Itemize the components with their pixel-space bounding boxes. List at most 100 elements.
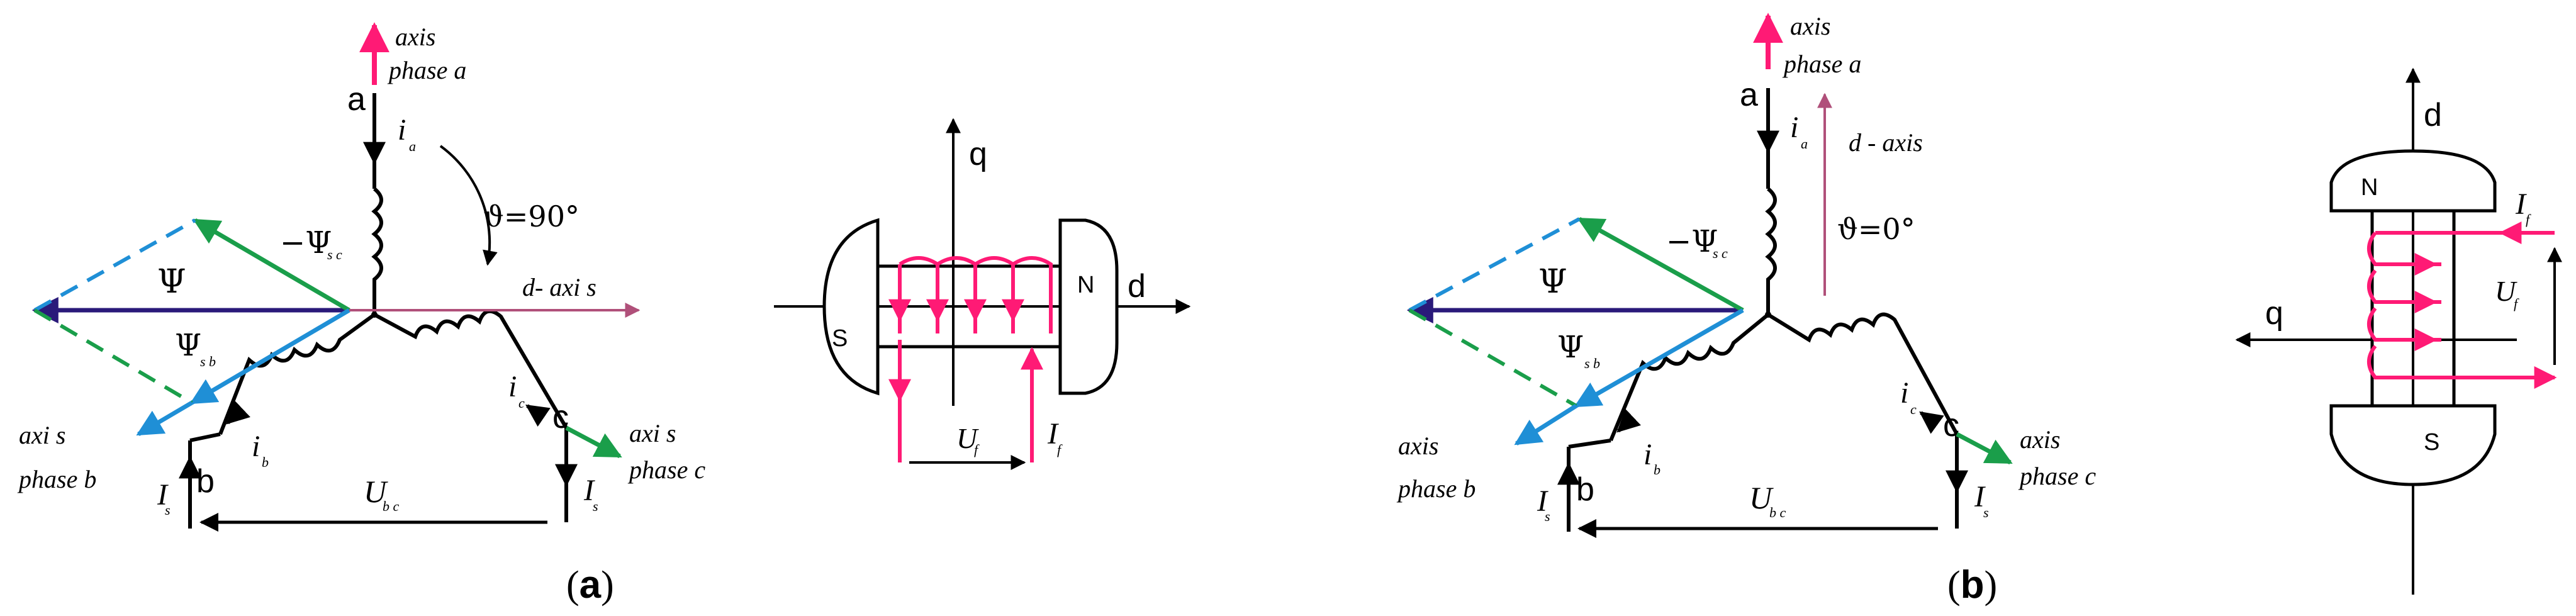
psi-sb-sub: s b xyxy=(200,354,216,369)
phase-b-axis-label: axi s xyxy=(19,421,65,449)
phase-a-axis-label-2: phase a xyxy=(387,56,466,84)
b-phase-a-winding xyxy=(1765,187,1777,315)
dashed-blue-edge xyxy=(33,218,196,312)
field-voltage-uf: U xyxy=(956,422,979,454)
pole-n-right xyxy=(1058,218,1119,395)
d-axis-label: d- axi s xyxy=(522,273,596,301)
b-voltage-ubc-sub: b c xyxy=(1769,505,1786,520)
b-psi-label: Ψ xyxy=(1538,263,1567,301)
dashed-green-edge xyxy=(33,308,193,405)
b-node-b-label: b xyxy=(1576,471,1594,508)
voltage-ubc-sub: b c xyxy=(383,498,400,514)
psi-label: Ψ xyxy=(157,263,186,301)
b-phase-c-winding xyxy=(1767,312,1959,435)
field-voltage-uf-b-sub: f xyxy=(2514,296,2519,311)
b-phase-b-lead-3 xyxy=(1568,439,1611,449)
current-ic: i xyxy=(508,370,517,403)
b-dashed-green-edge xyxy=(1408,308,1577,408)
field-current-If-b: I xyxy=(2515,188,2527,221)
current-Is-left: I xyxy=(157,478,169,512)
phase-c-winding xyxy=(373,309,568,429)
phase-c-axis-arrow xyxy=(565,425,622,459)
b-phase-a-axis-label: axis xyxy=(1790,12,1830,40)
pole-s-label: S xyxy=(832,325,848,352)
current-ib: i xyxy=(252,430,260,463)
phase-b-axis-label-2: phase b xyxy=(17,465,96,493)
node-a-label: a xyxy=(347,81,366,118)
current-ic-sub: c xyxy=(518,395,525,411)
theta-label: ϑ=90° xyxy=(483,199,580,233)
panel-a-stator: axis phase a a i a i c c i b b I s I xyxy=(17,22,705,532)
b-psi-sc-sub: s c xyxy=(1713,245,1728,261)
caption-a: (a) xyxy=(566,563,614,607)
current-ia-sub: a xyxy=(409,138,416,154)
pole-n-top xyxy=(2329,149,2497,213)
current-ib-sub: b xyxy=(262,454,269,470)
b-psi-sc-label: −Ψ xyxy=(1666,224,1718,259)
b-current-ia-sub: a xyxy=(1801,136,1808,152)
b-node-a-label: a xyxy=(1740,77,1758,113)
b-psi-sb-vector xyxy=(1574,308,1744,408)
psi-sb-label: Ψ xyxy=(175,328,201,363)
b-current-Is-right-sub: s xyxy=(1983,505,1989,520)
b-psi-sb-sub: s b xyxy=(1584,356,1600,371)
field-voltage-uf-b: U xyxy=(2495,275,2517,307)
b-phase-a-axis-label-2: phase a xyxy=(1782,50,1861,78)
node-b-label: b xyxy=(196,463,215,500)
b-psi-sb-label: Ψ xyxy=(1557,330,1584,365)
rotor-b-q-label: q xyxy=(2265,295,2283,332)
pole-s-label-b: S xyxy=(2424,429,2439,456)
b-phase-b-winding xyxy=(1609,313,1769,442)
field-winding-b xyxy=(2367,231,2441,379)
panel-a-rotor: q d S N I f U f xyxy=(774,118,1191,470)
current-Is-right: I xyxy=(583,474,595,507)
phase-b-current-arrow xyxy=(226,400,250,425)
phase-b-axis-arrow xyxy=(136,400,193,437)
b-current-ib-sub: b xyxy=(1654,462,1660,478)
psi-sc-vector xyxy=(193,218,350,313)
b-current-ib: i xyxy=(1644,438,1652,471)
panel-b-rotor: d q N S I f U f xyxy=(2235,67,2562,595)
caption-b: (b) xyxy=(1947,563,1997,607)
b-psi-sc-vector xyxy=(1577,216,1744,313)
phase-b-winding xyxy=(218,313,376,435)
rotor-a-q-label: q xyxy=(969,136,987,172)
field-voltage-uf-sub: f xyxy=(974,442,980,457)
panel-b-stator: axis phase a a i a i c c i b b I s I s U… xyxy=(1396,12,2096,538)
rotor-b-d-label: d xyxy=(2424,97,2442,133)
pole-s-bottom xyxy=(2329,404,2497,486)
current-Is-right-sub: s xyxy=(593,498,598,514)
psi-sc-label: −Ψ xyxy=(280,225,332,260)
b-phase-c-current-arrow xyxy=(1919,411,1944,434)
phase-a-axis-label: axis xyxy=(395,23,435,51)
b-phase-c-axis-label: axis xyxy=(2020,425,2060,454)
phase-c-axis-label: axi s xyxy=(629,419,676,447)
current-Is-left-sub: s xyxy=(165,502,171,518)
b-phase-c-axis-arrow xyxy=(1956,432,2013,465)
rotor-a-d-label: d xyxy=(1128,268,1146,305)
field-current-If-b-sub: f xyxy=(2526,211,2531,227)
field-current-If: I xyxy=(1047,417,1059,451)
phase-b-lead-3 xyxy=(189,432,221,442)
current-ia: i xyxy=(398,113,406,147)
b-phase-b-axis-arrow xyxy=(1514,404,1577,445)
phase-c-axis-label-2: phase c xyxy=(627,456,705,484)
theta-arc xyxy=(439,145,498,266)
b-voltage-ubc: U xyxy=(1749,480,1774,515)
phase-a-winding xyxy=(371,187,383,315)
psi-sb-vector xyxy=(189,308,350,405)
b-current-ic: i xyxy=(1900,376,1908,410)
field-current-If-sub: f xyxy=(1057,442,1063,457)
phase-c-current-arrow xyxy=(525,404,551,427)
b-current-ic-sub: c xyxy=(1910,401,1917,417)
b-d-axis-label: d - axis xyxy=(1849,128,1923,157)
pole-n-label: N xyxy=(1077,272,1094,298)
b-current-ia: i xyxy=(1790,111,1798,144)
voltage-ubc: U xyxy=(364,474,388,509)
b-phase-b-axis-label: axis xyxy=(1398,432,1438,460)
b-phase-b-axis-label-2: phase b xyxy=(1396,474,1476,503)
b-current-Is-right: I xyxy=(1974,480,1986,513)
b-phase-b-current-arrow xyxy=(1616,408,1641,433)
b-current-Is-left-sub: s xyxy=(1545,508,1550,524)
